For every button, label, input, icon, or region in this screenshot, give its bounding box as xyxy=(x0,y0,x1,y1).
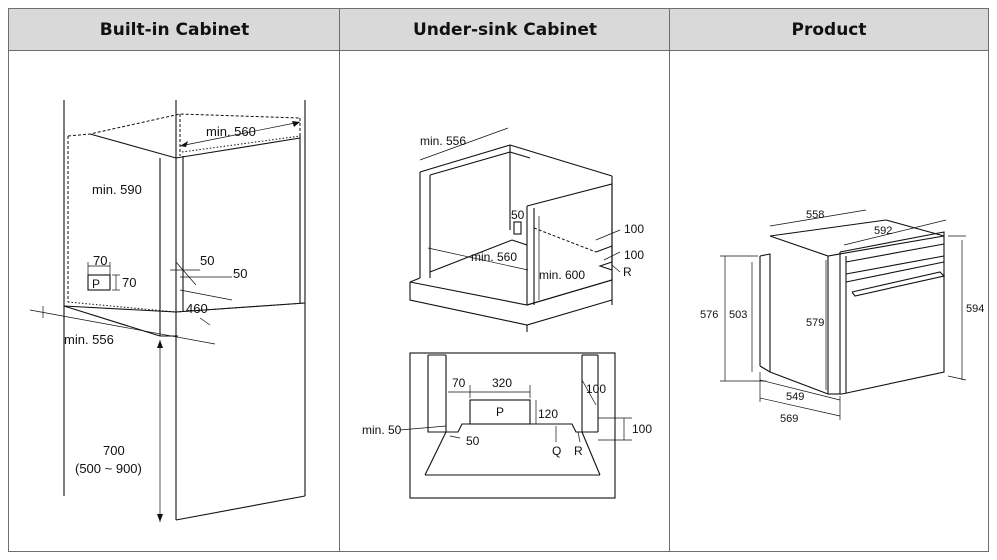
dim-503: 503 xyxy=(729,309,747,321)
dim-min-590: min. 590 xyxy=(92,182,142,197)
dim-460: 460 xyxy=(186,301,208,316)
dim-50-plan: 50 xyxy=(466,434,480,448)
dim-100-a-plan: 100 xyxy=(586,382,606,396)
dim-70-vertical: 70 xyxy=(122,275,136,290)
dim-576: 576 xyxy=(700,309,718,321)
dim-50-a: 50 xyxy=(200,253,214,268)
dim-700: 700 xyxy=(103,443,125,458)
dim-50-b: 50 xyxy=(233,266,247,281)
dim-min-560: min. 560 xyxy=(206,124,256,139)
dim-100-b-sink: 100 xyxy=(624,248,644,262)
label-q-plan: Q xyxy=(552,444,561,458)
label-r-plan: R xyxy=(574,444,583,458)
dim-70-horizontal: 70 xyxy=(93,253,107,268)
dim-100-b-plan: 100 xyxy=(632,422,652,436)
dim-569: 569 xyxy=(780,413,798,425)
dim-579: 579 xyxy=(806,317,824,329)
column-divider-2 xyxy=(669,9,670,551)
dim-549: 549 xyxy=(786,391,804,403)
dim-height-range: (500 ~ 900) xyxy=(75,461,142,476)
header-under-sink-cabinet: Under-sink Cabinet xyxy=(340,9,670,51)
dim-min-556: min. 556 xyxy=(64,332,114,347)
dim-70-plan: 70 xyxy=(452,376,466,390)
dim-558: 558 xyxy=(806,209,824,221)
diagram-frame: Built-in Cabinet Under-sink Cabinet Prod… xyxy=(8,8,989,552)
dim-min-50-plan: min. 50 xyxy=(362,423,402,437)
dim-50-sink: 50 xyxy=(511,208,525,222)
label-p-plan: P xyxy=(496,405,504,419)
dim-320-plan: 320 xyxy=(492,376,512,390)
dim-592: 592 xyxy=(874,225,892,237)
header-built-in-cabinet: Built-in Cabinet xyxy=(9,9,340,51)
column-divider-1 xyxy=(339,9,340,551)
dim-594: 594 xyxy=(966,303,984,315)
label-r-sink-top: R xyxy=(623,265,632,279)
dim-min-600-sink: min. 600 xyxy=(539,268,585,282)
label-p-outlet: P xyxy=(92,277,100,291)
header-product: Product xyxy=(670,9,988,51)
dim-120-plan: 120 xyxy=(538,407,558,421)
dim-min-560-sink: min. 560 xyxy=(471,250,517,264)
dim-min-556-sink: min. 556 xyxy=(420,134,466,148)
dim-100-a-sink: 100 xyxy=(624,222,644,236)
